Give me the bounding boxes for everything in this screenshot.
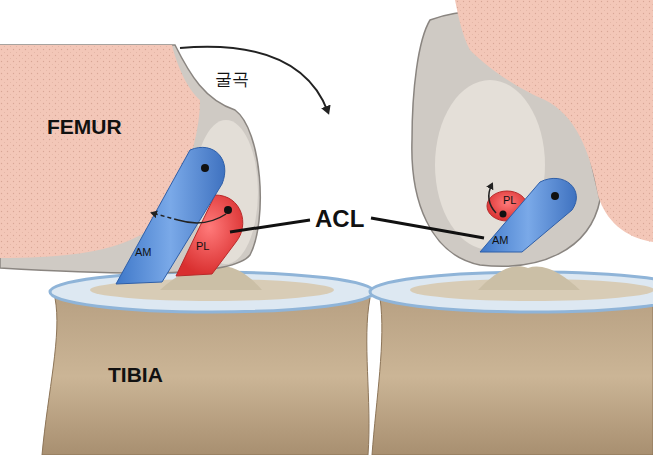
bundle-label: AM — [135, 246, 152, 258]
motion-label: 굴곡 — [215, 71, 249, 90]
bone-label: TIBIA — [108, 363, 163, 386]
bundle-label: AM — [492, 234, 509, 246]
bone-label: FEMUR — [47, 115, 122, 138]
ligament-label: ACL — [315, 206, 364, 232]
bundle-label: PL — [503, 194, 516, 206]
bundle-label: PL — [196, 240, 209, 252]
